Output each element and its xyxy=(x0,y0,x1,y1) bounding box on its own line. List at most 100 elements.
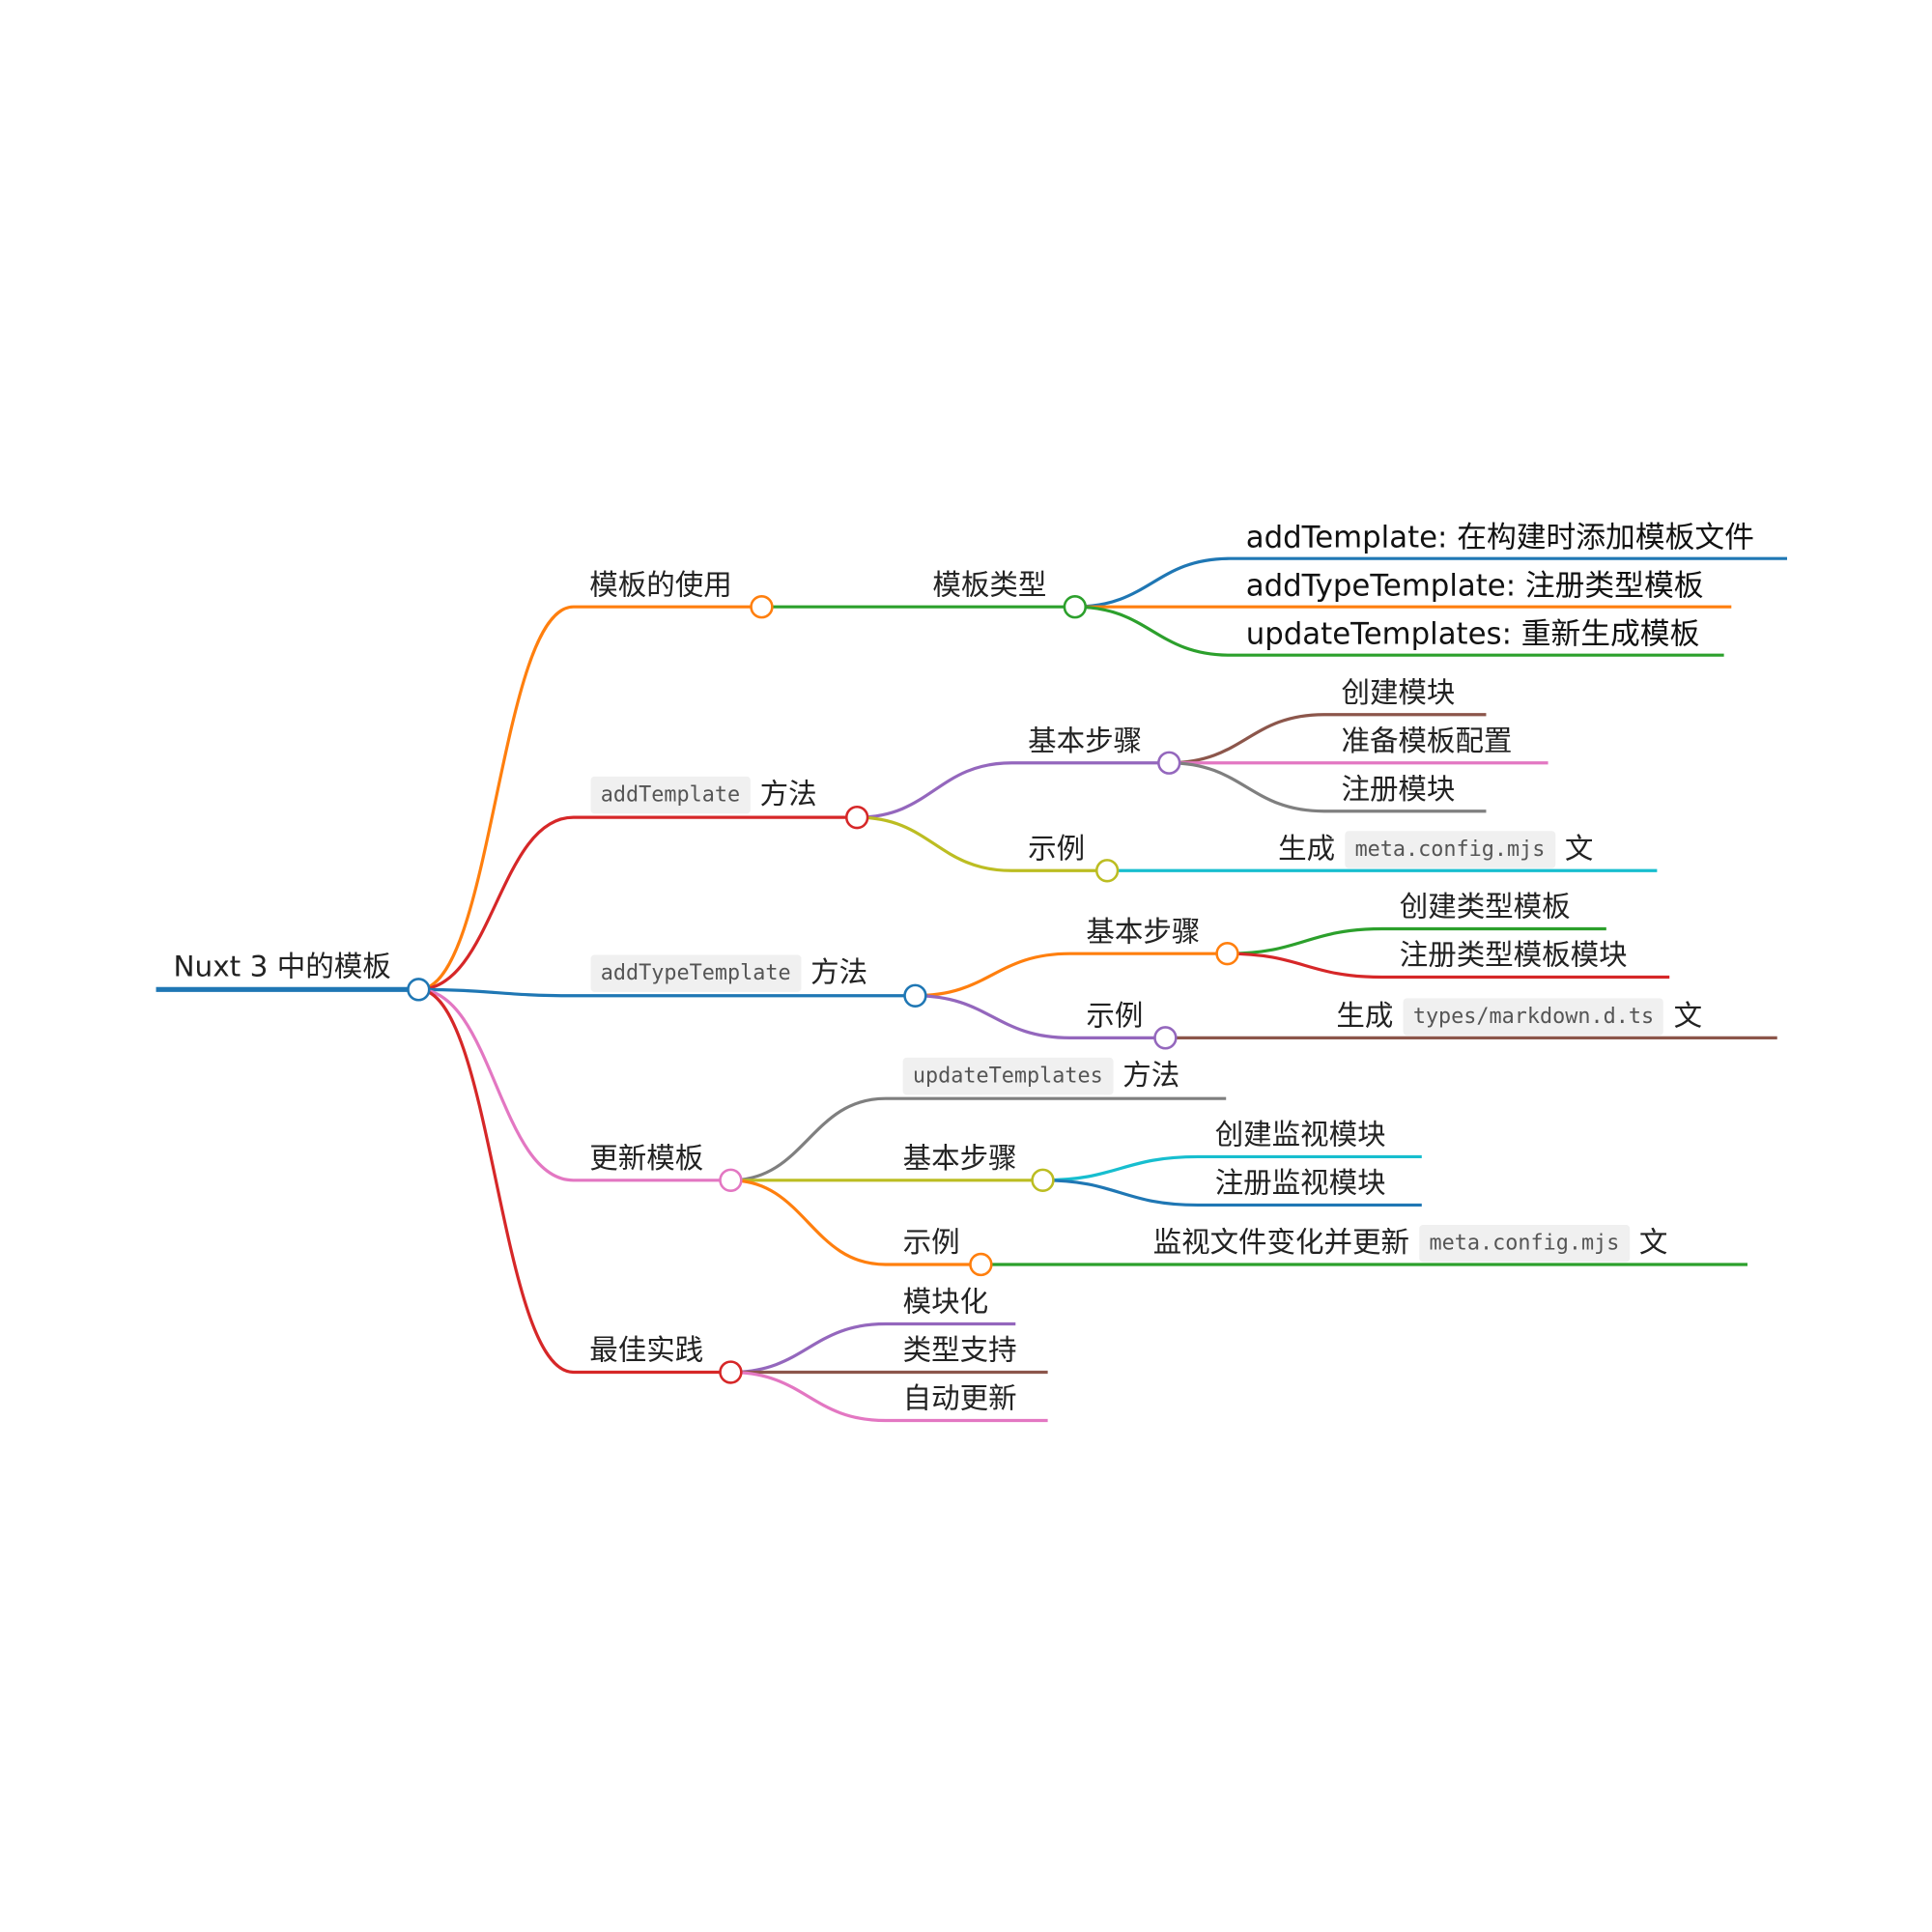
node-step[interactable]: 创建监视模块 xyxy=(1215,1117,1386,1153)
edge xyxy=(418,987,731,1182)
root-node[interactable]: Nuxt 3 中的模板 xyxy=(173,949,390,985)
node-best-item[interactable]: 模块化 xyxy=(903,1284,988,1321)
node-best[interactable]: 最佳实践 xyxy=(589,1332,703,1369)
node-label: 注册监视模块 xyxy=(1214,1167,1386,1201)
edge xyxy=(1227,952,1670,980)
node-type-addtemplate[interactable]: addTemplate: 在构建时添加模板文件 xyxy=(1246,519,1754,555)
node-label: 创建监视模块 xyxy=(1214,1119,1386,1152)
node-step[interactable]: 注册类型模板模块 xyxy=(1400,938,1628,975)
code-span: meta.config.mjs xyxy=(1419,1224,1630,1263)
node-step[interactable]: 准备模板配置 xyxy=(1341,724,1512,760)
edge xyxy=(915,952,1228,998)
node-label: 示例 xyxy=(902,1227,960,1260)
collapse-toggle[interactable] xyxy=(969,1252,993,1277)
edge xyxy=(1042,1179,1422,1208)
node-label: 最佳实践 xyxy=(589,1335,704,1368)
node-update-example[interactable]: 示例 xyxy=(903,1225,960,1262)
node-label: 监视文件变化并更新 xyxy=(1152,1227,1409,1260)
node-label: 生成 xyxy=(1336,1000,1394,1034)
node-label: addTemplate: 在构建时添加模板文件 xyxy=(1245,520,1754,555)
collapse-toggle[interactable] xyxy=(407,978,431,1002)
node-addtemplate-steps[interactable]: 基本步骤 xyxy=(1028,724,1142,760)
node-label: 方法 xyxy=(1122,1060,1180,1093)
edge xyxy=(1169,713,1487,765)
node-label: 模板类型 xyxy=(932,569,1047,603)
node-best-item[interactable]: 类型支持 xyxy=(903,1332,1017,1369)
node-label: 模块化 xyxy=(902,1287,989,1320)
collapse-toggle[interactable] xyxy=(1153,1026,1178,1050)
node-label: 注册类型模板模块 xyxy=(1399,940,1628,973)
node-label: 基本步骤 xyxy=(1086,916,1201,950)
collapse-toggle[interactable] xyxy=(903,983,927,1008)
code-span: addTemplate xyxy=(590,776,751,814)
node-label: 创建模块 xyxy=(1341,677,1456,710)
node-label: 准备模板配置 xyxy=(1341,725,1513,758)
node-step[interactable]: 注册模块 xyxy=(1341,772,1455,809)
node-step[interactable]: 创建模块 xyxy=(1341,675,1455,712)
code-span: meta.config.mjs xyxy=(1345,831,1555,868)
node-step[interactable]: 注册监视模块 xyxy=(1215,1165,1386,1202)
node-addtypetemplate-steps[interactable]: 基本步骤 xyxy=(1086,914,1200,951)
node-label: addTypeTemplate: 注册类型模板 xyxy=(1245,568,1704,604)
edge xyxy=(418,987,731,1375)
node-types[interactable]: 模板类型 xyxy=(932,567,1046,604)
collapse-toggle[interactable] xyxy=(1094,859,1120,883)
collapse-toggle[interactable] xyxy=(719,1360,743,1384)
edge xyxy=(730,1096,1227,1182)
collapse-toggle[interactable] xyxy=(1215,941,1239,966)
edge xyxy=(418,987,916,998)
node-label: 示例 xyxy=(1028,833,1086,867)
collapse-toggle[interactable] xyxy=(719,1168,743,1192)
node-label: 注册模块 xyxy=(1341,774,1456,807)
node-label: 文 xyxy=(1638,1227,1668,1260)
node-type-updatetemplates[interactable]: updateTemplates: 重新生成模板 xyxy=(1246,615,1700,652)
edge xyxy=(1074,556,1787,609)
code-span: types/markdown.d.ts xyxy=(1403,998,1664,1036)
node-label: 基本步骤 xyxy=(902,1143,1017,1176)
collapse-toggle[interactable] xyxy=(1157,751,1181,775)
collapse-toggle[interactable] xyxy=(750,595,774,619)
node-addtemplate-example[interactable]: 示例 xyxy=(1028,831,1085,867)
node-best-item[interactable]: 自动更新 xyxy=(903,1380,1017,1417)
node-label: 自动更新 xyxy=(902,1383,1017,1416)
node-addtypetemplate-method[interactable]: addTypeTemplate 方法 xyxy=(590,954,868,992)
collapse-toggle[interactable] xyxy=(844,805,869,830)
edge xyxy=(418,815,858,991)
edge xyxy=(730,1321,1016,1375)
code-span: addTypeTemplate xyxy=(590,954,801,992)
edge xyxy=(418,605,762,991)
node-label: updateTemplates: 重新生成模板 xyxy=(1245,616,1700,652)
node-type-addtypetemplate[interactable]: addTypeTemplate: 注册类型模板 xyxy=(1246,567,1704,604)
edge xyxy=(915,994,1166,1039)
edge xyxy=(730,1370,1048,1423)
node-label: 创建类型模板 xyxy=(1399,892,1571,924)
node-label: 类型支持 xyxy=(902,1335,1017,1368)
node-label: 文 xyxy=(1564,833,1594,867)
node-example-detail[interactable]: 生成 types/markdown.d.ts 文 xyxy=(1336,998,1703,1036)
node-addtypetemplate-example[interactable]: 示例 xyxy=(1086,998,1143,1035)
edge xyxy=(1169,761,1487,813)
node-label: 更新模板 xyxy=(589,1143,704,1176)
edge xyxy=(857,761,1170,819)
node-label: 模板的使用 xyxy=(589,569,732,603)
collapse-toggle[interactable] xyxy=(1031,1168,1055,1192)
node-update-steps[interactable]: 基本步骤 xyxy=(903,1141,1017,1178)
edge xyxy=(1227,926,1606,955)
node-label: 文 xyxy=(1673,1000,1703,1034)
node-usage[interactable]: 模板的使用 xyxy=(589,567,731,604)
node-label: 方法 xyxy=(810,957,868,990)
node-label: 示例 xyxy=(1086,1000,1144,1034)
node-label: 基本步骤 xyxy=(1028,725,1143,758)
node-step[interactable]: 创建类型模板 xyxy=(1400,890,1571,926)
node-update[interactable]: 更新模板 xyxy=(589,1141,703,1178)
edge xyxy=(857,815,1108,872)
edge xyxy=(1074,605,1724,657)
edge xyxy=(1042,1154,1422,1182)
collapse-toggle[interactable] xyxy=(1063,595,1087,619)
